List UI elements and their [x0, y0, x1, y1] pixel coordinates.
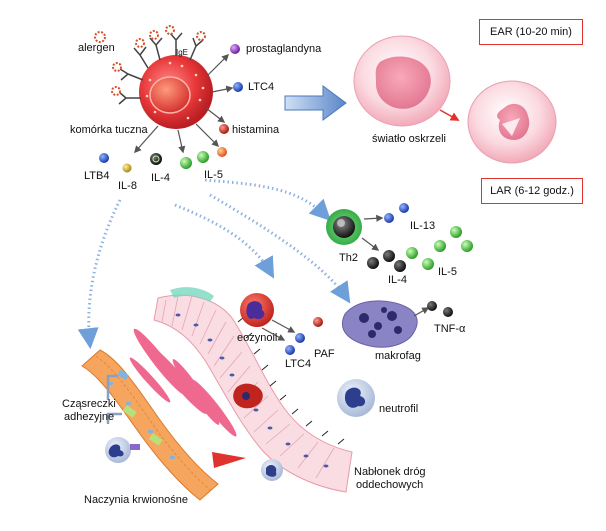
macrophage-arrow — [413, 307, 430, 317]
il13-label: IL-13 — [410, 220, 436, 232]
arrow-to-macrophage — [209, 193, 351, 304]
ige-label: IgE — [176, 48, 189, 57]
il4-molecules-th2 — [367, 250, 406, 272]
pathway-arrows — [77, 178, 351, 350]
mast-cell-label: komórka tuczna — [70, 124, 148, 136]
ltc4-label-top: LTC4 — [248, 81, 275, 93]
ltc4-molecule — [233, 82, 243, 92]
il4-label-top: IL-4 — [151, 172, 170, 184]
ltc4-molecule-eos-2 — [285, 345, 295, 355]
adhesion-label-line1: Cząsreczki — [62, 398, 116, 410]
allergen-label: alergen — [78, 42, 115, 54]
adhesion-molecules — [117, 369, 163, 446]
il5-molecules-th2 — [406, 226, 473, 270]
prostaglandin-molecule — [230, 44, 240, 54]
mediator-arrows — [134, 53, 234, 154]
ltb4-label: LTB4 — [84, 170, 110, 182]
il5-label-th2: IL-5 — [438, 266, 457, 278]
paf-label: PAF — [314, 348, 335, 360]
epithelium-label-line2: oddechowych — [356, 479, 424, 491]
prostaglandin-label: prostaglandyna — [246, 43, 322, 55]
il4-molecules-top — [150, 153, 162, 165]
adhesion-pointer-lines — [106, 374, 122, 424]
il8-molecule — [122, 163, 132, 173]
th2-label: Th2 — [339, 252, 358, 264]
il8-label: IL-8 — [118, 180, 137, 192]
bronchial-lumen-normal — [353, 35, 451, 127]
smooth-muscle-cells — [129, 328, 237, 437]
epithelium-label-line1: Nabłonek dróg — [354, 466, 426, 478]
arrow-to-vessels — [77, 199, 122, 350]
allergen-particles — [94, 25, 206, 96]
il4-label-th2: IL-4 — [388, 274, 407, 286]
inflammatory-cell-in-epithelium — [233, 383, 263, 409]
bronchial-lumen-narrowed — [467, 80, 557, 164]
paf-molecule — [313, 317, 323, 327]
leukocyte-in-vessel — [105, 437, 140, 463]
th2-cell — [326, 209, 362, 245]
ltc4-label-eos: LTC4 — [285, 358, 312, 370]
histamine-label: histamina — [232, 124, 280, 136]
il5-label-top: IL-5 — [204, 169, 223, 181]
neutrophil-label: neutrofil — [379, 403, 419, 415]
macrophage — [342, 300, 418, 348]
ear-box: EAR (10-20 min) — [479, 19, 583, 45]
eosinophil-label: eozynoil — [237, 332, 278, 344]
mast-cell — [139, 55, 213, 129]
arrow-to-th2 — [204, 178, 331, 221]
ltc4-molecule-eos — [295, 333, 305, 343]
bronchial-lumen-label: światło oskrzeli — [372, 133, 446, 145]
lar-box: LAR (6-12 godz.) — [481, 178, 583, 204]
eosinophil-arrows — [261, 319, 296, 341]
histamine-molecule — [219, 124, 229, 134]
eosinophil — [240, 293, 274, 327]
adhesion-label-line2: adhezyjne — [64, 411, 115, 423]
il5-molecules-top — [180, 151, 209, 169]
ltb4-molecule — [99, 153, 109, 163]
neutrophil — [337, 379, 375, 417]
histamine-molecule-2 — [217, 147, 227, 157]
migrating-cell — [261, 459, 283, 481]
arrow-to-epithelium — [174, 203, 275, 279]
big-right-arrow — [284, 85, 347, 121]
blood-vessels-label: Naczynia krwionośne — [84, 494, 188, 506]
th2-arrows — [361, 214, 384, 251]
macrophage-label: makrofag — [375, 350, 421, 362]
il13-molecules — [384, 203, 409, 223]
tnf-molecules — [427, 301, 453, 317]
tnf-label: TNF-α — [434, 323, 466, 335]
narrowing-arrow — [439, 109, 460, 121]
